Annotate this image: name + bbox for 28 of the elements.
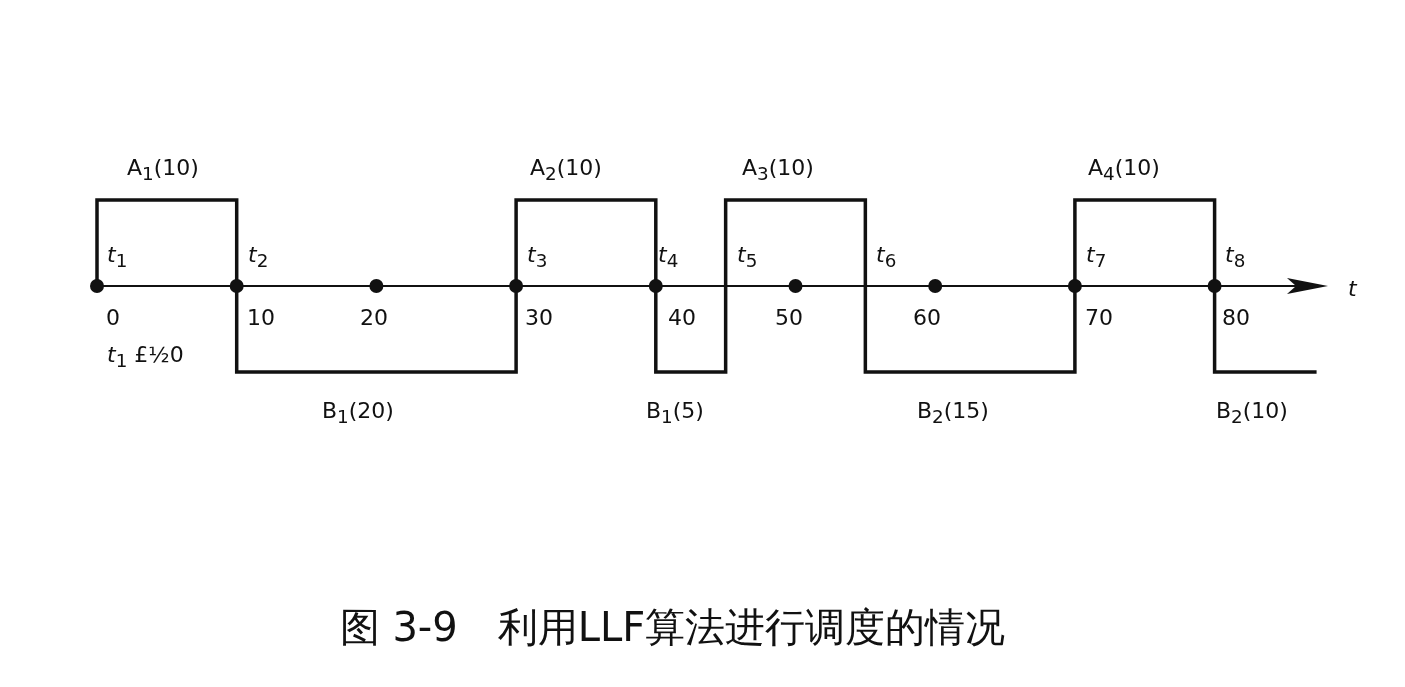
- axis-label: t: [1348, 276, 1357, 302]
- tick-label: 40: [668, 305, 696, 331]
- task-label: B$_{2}$(15): [917, 398, 989, 430]
- time-point-label: t$_{6}$: [876, 242, 897, 274]
- time-point-label: t$_{4}$: [658, 242, 679, 274]
- tick-label: 20: [360, 305, 388, 331]
- time-point-label: t$_{7}$: [1086, 242, 1107, 274]
- tick-label: 30: [525, 305, 553, 331]
- tick-label: 70: [1085, 305, 1113, 331]
- tick-label: 50: [775, 305, 803, 331]
- figure-caption: 图 3-9 利用LLF算法进行调度的情况: [338, 603, 1007, 652]
- tick-label: 80: [1222, 305, 1250, 331]
- task-label: A$_{3}$(10): [742, 155, 814, 187]
- time-point-label: t$_{5}$: [737, 242, 758, 274]
- task-label: A$_{4}$(10): [1088, 155, 1160, 187]
- tick-label: 0: [106, 305, 120, 331]
- task-label: B$_{1}$(20): [322, 398, 394, 430]
- task-label: B$_{2}$(10): [1216, 398, 1288, 430]
- task-label: B$_{1}$(5): [646, 398, 704, 430]
- task-label: A$_{2}$(10): [530, 155, 602, 187]
- time-point-label: t$_{8}$: [1225, 242, 1246, 274]
- time-point-label: t$_{1}$: [107, 242, 128, 274]
- time-point-label: t$_{3}$: [527, 242, 548, 274]
- task-label: A$_{1}$(10): [127, 155, 199, 187]
- condition-note: t$_{1}$ £½0: [107, 342, 184, 374]
- tick-label: 60: [913, 305, 941, 331]
- tick-label: 10: [247, 305, 275, 331]
- time-point-label: t$_{2}$: [248, 242, 269, 274]
